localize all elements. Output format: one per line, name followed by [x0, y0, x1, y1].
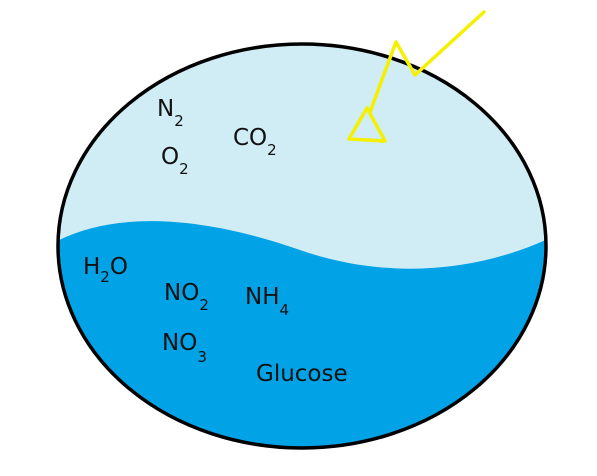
label-no3: NO3	[162, 330, 207, 366]
label-no2: NO2	[164, 280, 209, 314]
label-co2: CO2	[233, 125, 277, 159]
circle-outline	[56, 42, 548, 450]
water-region	[58, 221, 546, 448]
label-glucose: Glucose	[256, 361, 348, 387]
label-o2: O2	[161, 144, 189, 178]
label-nh4: NH4	[245, 284, 289, 319]
label-n2: N2	[157, 96, 184, 130]
lightning-arrow-icon	[347, 10, 486, 143]
label-h2o: H2O	[83, 254, 128, 286]
